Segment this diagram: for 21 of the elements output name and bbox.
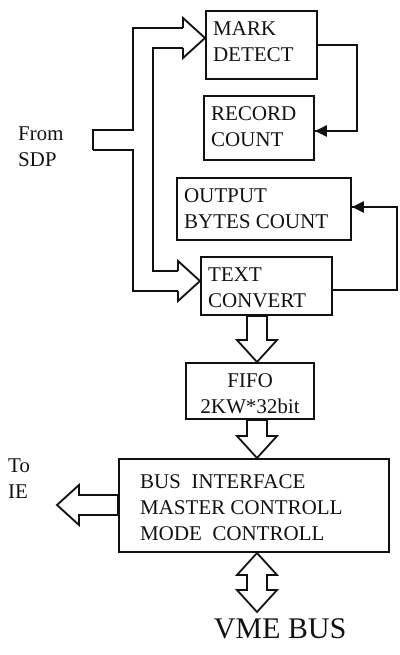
process-box [176,177,352,241]
bus-arrow [234,552,280,614]
io-label: To IE [8,452,31,504]
process-box [185,362,315,420]
bus-arrow [234,419,280,460]
io-label: VME BUS [214,612,346,646]
bus-arrow [234,315,280,364]
process-box [200,256,333,316]
process-box [205,10,318,80]
box-label: OUTPUT BYTES COUNT [184,182,330,234]
arrow [315,44,358,137]
process-box [118,458,390,553]
arrow [333,201,398,291]
process-box [203,95,315,161]
box-label: TEXT CONVERT [208,261,307,313]
box-label: RECORD COUNT [211,100,298,152]
box-label: MARK DETECT [213,15,294,67]
box-label: BUS INTERFACE MASTER CONTROLL MODE CONTROLL [140,468,343,546]
box-label: FIFO 2KW*32bit [199,367,301,419]
bus-arrow [56,482,119,528]
io-label: From SDP [18,120,65,172]
